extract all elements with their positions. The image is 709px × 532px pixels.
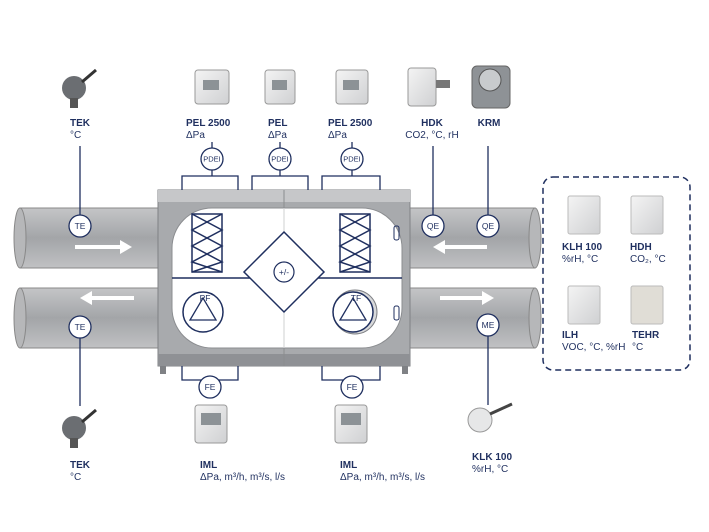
pel2500-a-unit: ΔPa: [186, 130, 205, 141]
pel-device-icon: [264, 69, 296, 105]
iml-left-unit: ΔPa, m³/h, m³/s, l/s: [200, 472, 286, 483]
label-pel2500-a: PEL 2500 ΔPa: [186, 118, 230, 142]
label-tek-top: TEK °C: [70, 118, 90, 142]
klh100-unit: %rH, °C: [562, 254, 599, 265]
iml-left-device-icon: [194, 404, 228, 444]
label-klk100: KLK 100 %rH, °C: [472, 452, 512, 476]
hx-label: +/-: [279, 267, 289, 277]
tek-bottom-unit: °C: [70, 472, 82, 483]
tag-qe-1: QE: [421, 214, 445, 238]
tag-pdei-3-text: PDEI: [343, 155, 361, 164]
label-ilh: ILH VOC, °C, %rH: [562, 330, 625, 354]
iml-right-device-icon: [334, 404, 368, 444]
tag-pdei-1: PDEI: [200, 147, 224, 171]
tag-me: ME: [476, 313, 500, 337]
ilh-unit: VOC, °C, %rH: [562, 342, 626, 353]
label-hdk: HDK CO2, °C, rH: [400, 118, 464, 142]
tag-te-bottom-text: TE: [75, 322, 86, 332]
hdh-device-icon: [630, 195, 664, 235]
tag-pdei-2-text: PDEI: [271, 155, 289, 164]
klk100-device-icon: [467, 402, 513, 433]
krm-name: KRM: [477, 118, 501, 129]
pel-name: PEL: [268, 118, 288, 129]
hdk-name: HDK: [421, 118, 443, 129]
tag-pdei-1-text: PDEI: [203, 155, 221, 164]
flow-arrow-left-top-right: [433, 240, 487, 254]
tag-qe-1-text: QE: [427, 221, 440, 231]
tag-qe-2-text: QE: [482, 221, 495, 231]
klh100-device-icon: [567, 195, 601, 235]
label-krm: KRM: [474, 118, 504, 130]
ilh-device-icon: [567, 285, 601, 325]
room-sensors-box: [542, 176, 691, 371]
flow-arrow-right-bottom-right: [440, 291, 494, 305]
label-iml-right: IML ΔPa, m³/h, m³/s, l/s: [340, 460, 425, 484]
tag-fe-2: FE: [340, 375, 364, 399]
duct-supply-top-left: [13, 207, 166, 269]
pel2500-b-name: PEL 2500: [328, 118, 373, 129]
hdh-unit: CO₂, °C: [630, 254, 666, 265]
iml-left-name: IML: [200, 460, 218, 471]
iml-right-name: IML: [340, 460, 358, 471]
tag-pdei-3: PDEI: [340, 147, 364, 171]
klh100-name: KLH 100: [562, 242, 603, 253]
tag-fe-1: FE: [198, 375, 222, 399]
pel2500-a-device-icon: [194, 69, 230, 105]
tek-top-unit: °C: [70, 130, 82, 141]
tag-fe-2-text: FE: [347, 382, 358, 392]
tag-pdei-2: PDEI: [268, 147, 292, 171]
flow-arrow-right-top: [75, 240, 132, 254]
ilh-name: ILH: [562, 330, 579, 341]
label-pel2500-b: PEL 2500 ΔPa: [328, 118, 372, 142]
hdh-name: HDH: [630, 242, 652, 253]
tag-me-text: ME: [482, 320, 495, 330]
label-pel: PEL ΔPa: [268, 118, 287, 142]
tag-fe-1-text: FE: [205, 382, 216, 392]
fan-tf-label: TF: [351, 293, 361, 303]
pel2500-b-unit: ΔPa: [328, 130, 347, 141]
tehr-device-icon: [630, 285, 664, 325]
duct-top-right: [404, 207, 542, 269]
heat-exchanger: +/-: [242, 230, 326, 314]
tek-top-device-icon: [62, 68, 97, 108]
fan-tf: TF: [332, 289, 378, 335]
tag-te-top-text: TE: [75, 221, 86, 231]
tag-te-top: TE: [68, 214, 92, 238]
fan-pf: PF: [182, 291, 224, 333]
pel-unit: ΔPa: [268, 130, 287, 141]
tag-qe-2: QE: [476, 214, 500, 238]
tek-bottom-name: TEK: [70, 460, 90, 471]
hdk-device-icon: [407, 67, 450, 107]
label-tehr: TEHR °C: [632, 330, 659, 354]
label-iml-left: IML ΔPa, m³/h, m³/s, l/s: [200, 460, 285, 484]
label-tek-bottom: TEK °C: [70, 460, 90, 484]
pel2500-a-name: PEL 2500: [186, 118, 231, 129]
hdk-unit: CO2, °C, rH: [405, 130, 459, 141]
krm-device-icon: [471, 65, 511, 109]
fan-pf-label: PF: [200, 293, 211, 303]
klk100-unit: %rH, °C: [472, 464, 509, 475]
klk100-name: KLK 100: [472, 452, 513, 463]
iml-right-unit: ΔPa, m³/h, m³/s, l/s: [340, 472, 426, 483]
filter-right: [338, 213, 372, 273]
label-hdh: HDH CO₂, °C: [630, 242, 666, 266]
tehr-name: TEHR: [632, 330, 660, 341]
flow-arrow-left-bottom: [80, 291, 134, 305]
tek-top-name: TEK: [70, 118, 90, 129]
pel2500-b-device-icon: [335, 69, 369, 105]
tehr-unit: °C: [632, 342, 644, 353]
label-klh100: KLH 100 %rH, °C: [562, 242, 602, 266]
tek-bottom-device-icon: [62, 408, 97, 448]
filter-left: [190, 213, 224, 273]
tag-te-bottom: TE: [68, 315, 92, 339]
